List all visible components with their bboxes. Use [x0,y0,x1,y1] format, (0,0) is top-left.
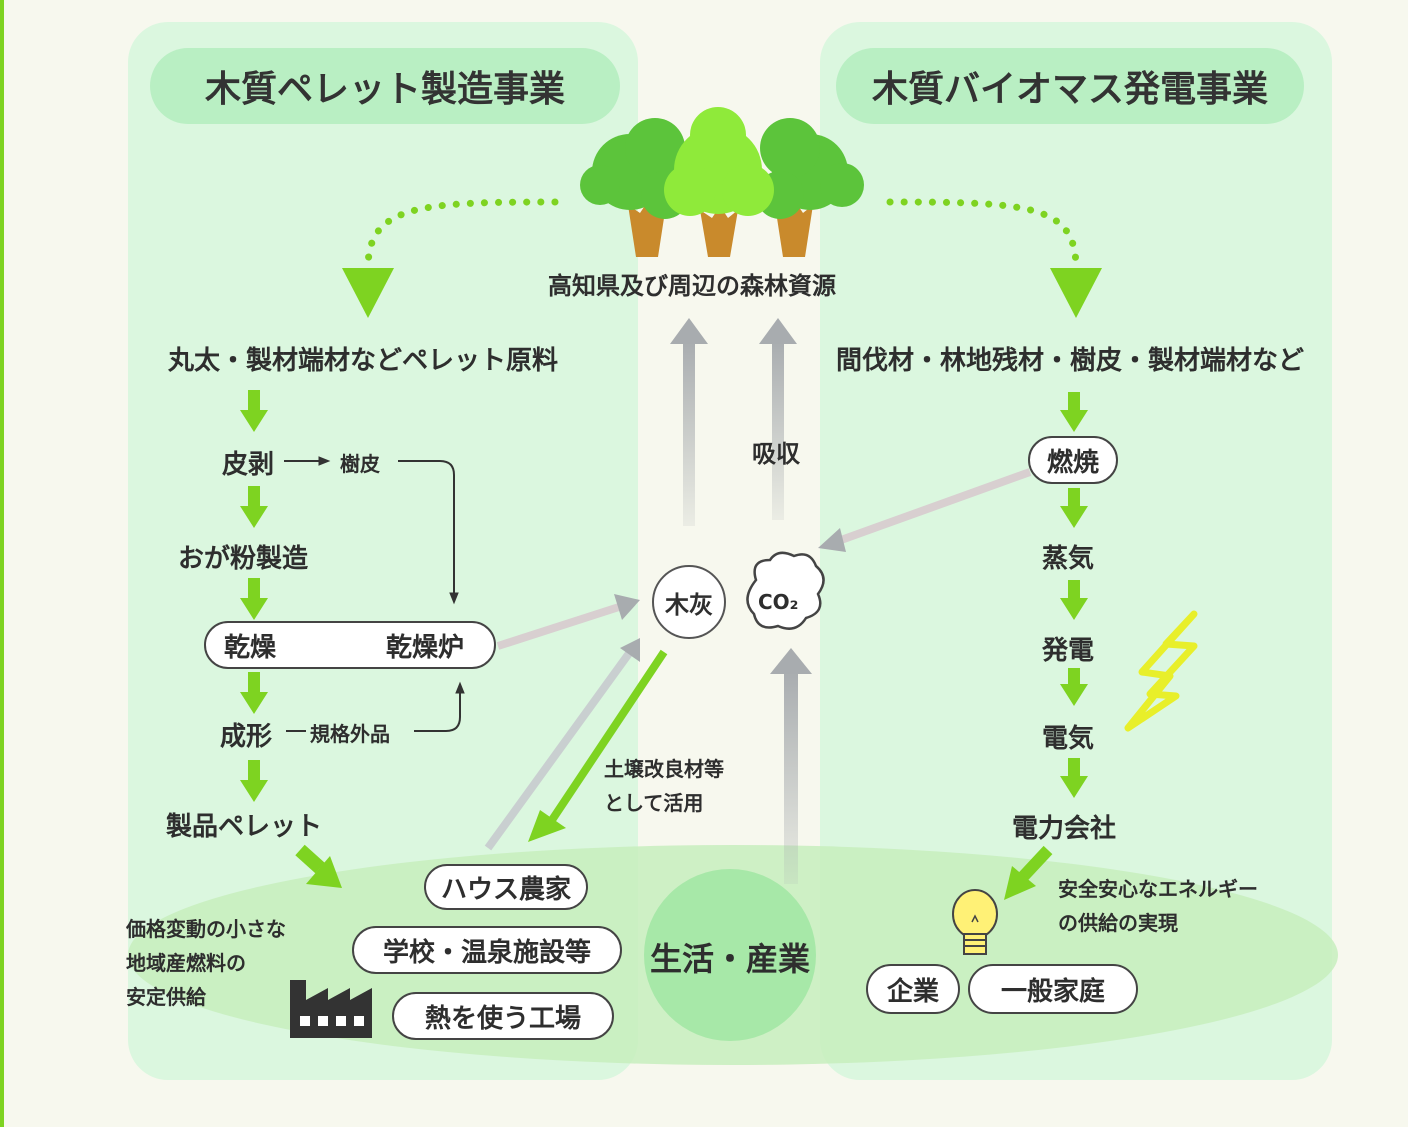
greenhouse-farmer-pill: ハウス農家 [424,864,588,910]
life-industry-label: 生活・産業 [649,940,810,978]
right-panel-bg [820,22,1332,1080]
schools-onsen-pill: 学校・温泉施設等 [352,926,622,974]
light-bulb-icon [952,889,998,955]
dryer-label: 乾燥炉 [385,632,464,663]
pellet-supply-line-3: 安定供給 [126,985,206,1009]
lightning-icon [1124,610,1198,732]
energy-supply-text: 安全安心なエネルギー の供給の実現 [1058,872,1258,940]
right-chain-arrows [1060,392,1088,798]
soil-use-text: 土壌改良材等 として活用 [604,752,724,820]
tree-icon [580,107,864,257]
drying-label: 乾燥 [224,632,277,663]
left-panel-title: 木質ペレット製造事業 [150,48,620,124]
life-circle-bg [644,869,816,1041]
steam-label: 蒸気 [1042,544,1095,574]
heat-factory-pill: 熱を使う工場 [392,992,614,1040]
electricity-label: 電気 [1042,724,1095,754]
power-generation-label: 発電 [1042,636,1095,666]
soil-use-line-1: 土壌改良材等 [604,757,724,781]
sawdust-label: おが粉製造 [178,544,309,574]
product-pellet-label: 製品ペレット [166,812,323,842]
biomass-material-label: 間伐材・林地残材・樹皮・製材端材など [836,346,1305,376]
absorb-label: 吸収 [752,440,800,468]
right-panel-title: 木質バイオマス発電事業 [836,48,1304,124]
bark-label: 樹皮 [340,452,380,476]
energy-supply-line-1: 安全安心なエネルギー [1058,877,1258,901]
pellet-supply-line-2: 地域産燃料の [126,951,246,975]
energy-supply-line-2: の供給の実現 [1058,911,1178,935]
company-pill: 企業 [866,964,960,1014]
factory-icon [290,980,372,1038]
combustion-pill: 燃焼 [1028,436,1118,484]
raw-material-label: 丸太・製材端材などペレット原料 [168,346,559,376]
off-spec-label: 規格外品 [310,722,390,746]
households-pill: 一般家庭 [968,964,1138,1014]
forest-label: 高知県及び周辺の森林資源 [548,272,836,300]
drying-pill: 乾燥 乾燥炉 [204,621,496,669]
debarking-label: 皮剥 [222,450,275,480]
soil-use-line-2: として活用 [604,791,704,815]
co2-label: CO₂ [758,590,799,614]
pellet-supply-line-1: 価格変動の小さな [126,917,286,941]
ash-node: 木灰 [652,565,726,639]
left-chain-arrows [240,390,268,802]
pellet-supply-text: 価格変動の小さな 地域産燃料の 安定供給 [126,912,286,1014]
left-edge-stripe [0,0,4,1127]
forming-label: 成形 [220,722,273,752]
power-company-label: 電力会社 [1012,814,1117,844]
co2-cloud [746,551,825,630]
